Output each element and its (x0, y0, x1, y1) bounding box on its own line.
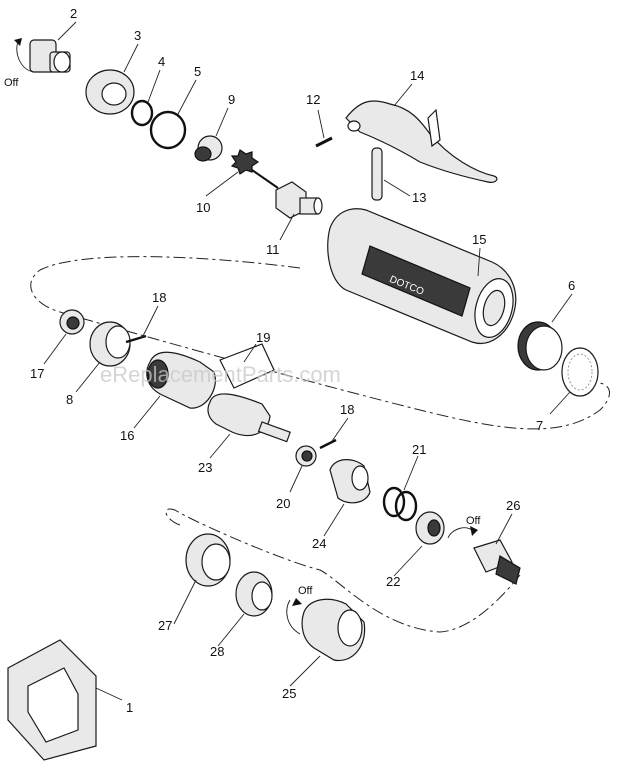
part-5-oring (149, 110, 187, 150)
label-11: 11 (266, 242, 280, 257)
label-27: 27 (158, 618, 172, 633)
part-7-screen (561, 347, 599, 397)
part-17-bearing (59, 309, 85, 335)
label-7: 7 (536, 418, 543, 433)
part-23-rotor (207, 393, 291, 443)
part-12-pin (315, 136, 333, 148)
label-16: 16 (120, 428, 134, 443)
label-25: 25 (282, 686, 296, 701)
part-2-cap (14, 38, 71, 73)
leader-lines (43, 21, 573, 701)
label-14: 14 (410, 68, 424, 83)
label-24: 24 (312, 536, 326, 551)
part-25-collar-nut (286, 598, 366, 662)
assembly-path-upper (30, 256, 610, 430)
part-10-gear (230, 149, 279, 189)
part-1-wrench (7, 639, 97, 761)
label-19: 19 (256, 330, 270, 345)
part-27-threaded-ring (185, 533, 231, 587)
label-15: 15 (472, 232, 486, 247)
part-6-filter (517, 321, 563, 371)
label-23: 23 (198, 460, 212, 475)
label-26: 26 (506, 498, 520, 513)
part-11-fitting (275, 181, 323, 219)
label-5: 5 (194, 64, 201, 79)
label-off-2: Off (4, 77, 19, 89)
part-4-oring (130, 99, 154, 127)
part-14-lever (345, 100, 498, 183)
label-18-upper: 18 (152, 290, 166, 305)
label-6: 6 (568, 278, 575, 293)
part-16-cylinder (146, 351, 216, 409)
part-18-pin-lower (319, 438, 337, 450)
label-9: 9 (228, 92, 235, 107)
label-28: 28 (210, 644, 224, 659)
label-12: 12 (306, 92, 320, 107)
label-22: 22 (386, 574, 400, 589)
label-21: 21 (412, 442, 426, 457)
part-3-ring (85, 69, 135, 115)
part-26-collet (447, 526, 521, 585)
part-20-bearing (295, 445, 317, 467)
label-off-25: Off (298, 585, 313, 597)
label-8: 8 (66, 392, 73, 407)
label-18-lower: 18 (340, 402, 354, 417)
part-13-rollpin (371, 147, 383, 201)
label-13: 13 (412, 190, 426, 205)
part-labels: 2 Off 3 4 5 9 10 11 12 13 14 15 6 7 17 8… (4, 6, 575, 715)
part-15-housing: DOTCO (327, 208, 517, 344)
label-10: 10 (196, 200, 210, 215)
label-17: 17 (30, 366, 44, 381)
assembly-path-lower (165, 508, 521, 633)
label-3: 3 (134, 28, 141, 43)
label-4: 4 (158, 54, 165, 69)
part-22-bearing (415, 511, 445, 545)
part-21-orings (382, 486, 418, 522)
label-1: 1 (126, 700, 133, 715)
part-19-vanes (219, 343, 275, 389)
part-8-endplate (89, 321, 131, 367)
label-20: 20 (276, 496, 290, 511)
label-off-26: Off (466, 515, 481, 527)
part-24-clamp (329, 459, 371, 504)
label-2: 2 (70, 6, 77, 21)
part-9-valve (194, 135, 223, 162)
part-28-spacer (235, 571, 273, 617)
watermark: eReplacementParts.com (100, 362, 341, 387)
